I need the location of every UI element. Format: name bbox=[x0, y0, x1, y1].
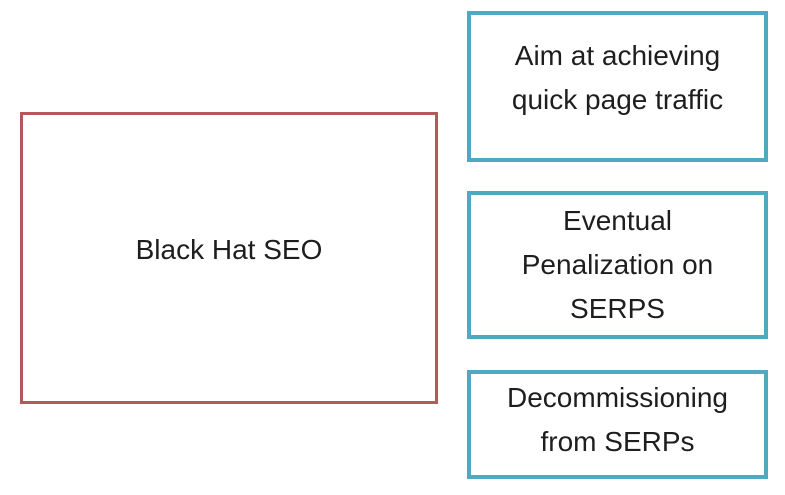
decommissioning-box: Decommissioning from SERPs bbox=[467, 370, 768, 479]
quick-page-traffic-label-line-1: Aim at achieving bbox=[514, 39, 721, 71]
eventual-penalization-label-line-2: Penalization on bbox=[521, 249, 714, 280]
black-hat-seo-label: Black Hat SEO bbox=[135, 234, 323, 265]
quick-page-traffic-box: Aim at achieving quick page traffic bbox=[467, 11, 768, 162]
decommissioning-label-line-2: from SERPs bbox=[540, 425, 695, 457]
eventual-penalization-label-line-3: SERPS bbox=[570, 293, 665, 324]
decommissioning-label-line-1: Decommissioning bbox=[507, 381, 728, 413]
quick-page-traffic-label-line-2: quick page traffic bbox=[511, 83, 724, 115]
eventual-penalization-box: Eventual Penalization on SERPS bbox=[467, 191, 768, 339]
black-hat-seo-box: Black Hat SEO bbox=[20, 112, 438, 404]
eventual-penalization-label-line-1: Eventual bbox=[563, 205, 672, 236]
